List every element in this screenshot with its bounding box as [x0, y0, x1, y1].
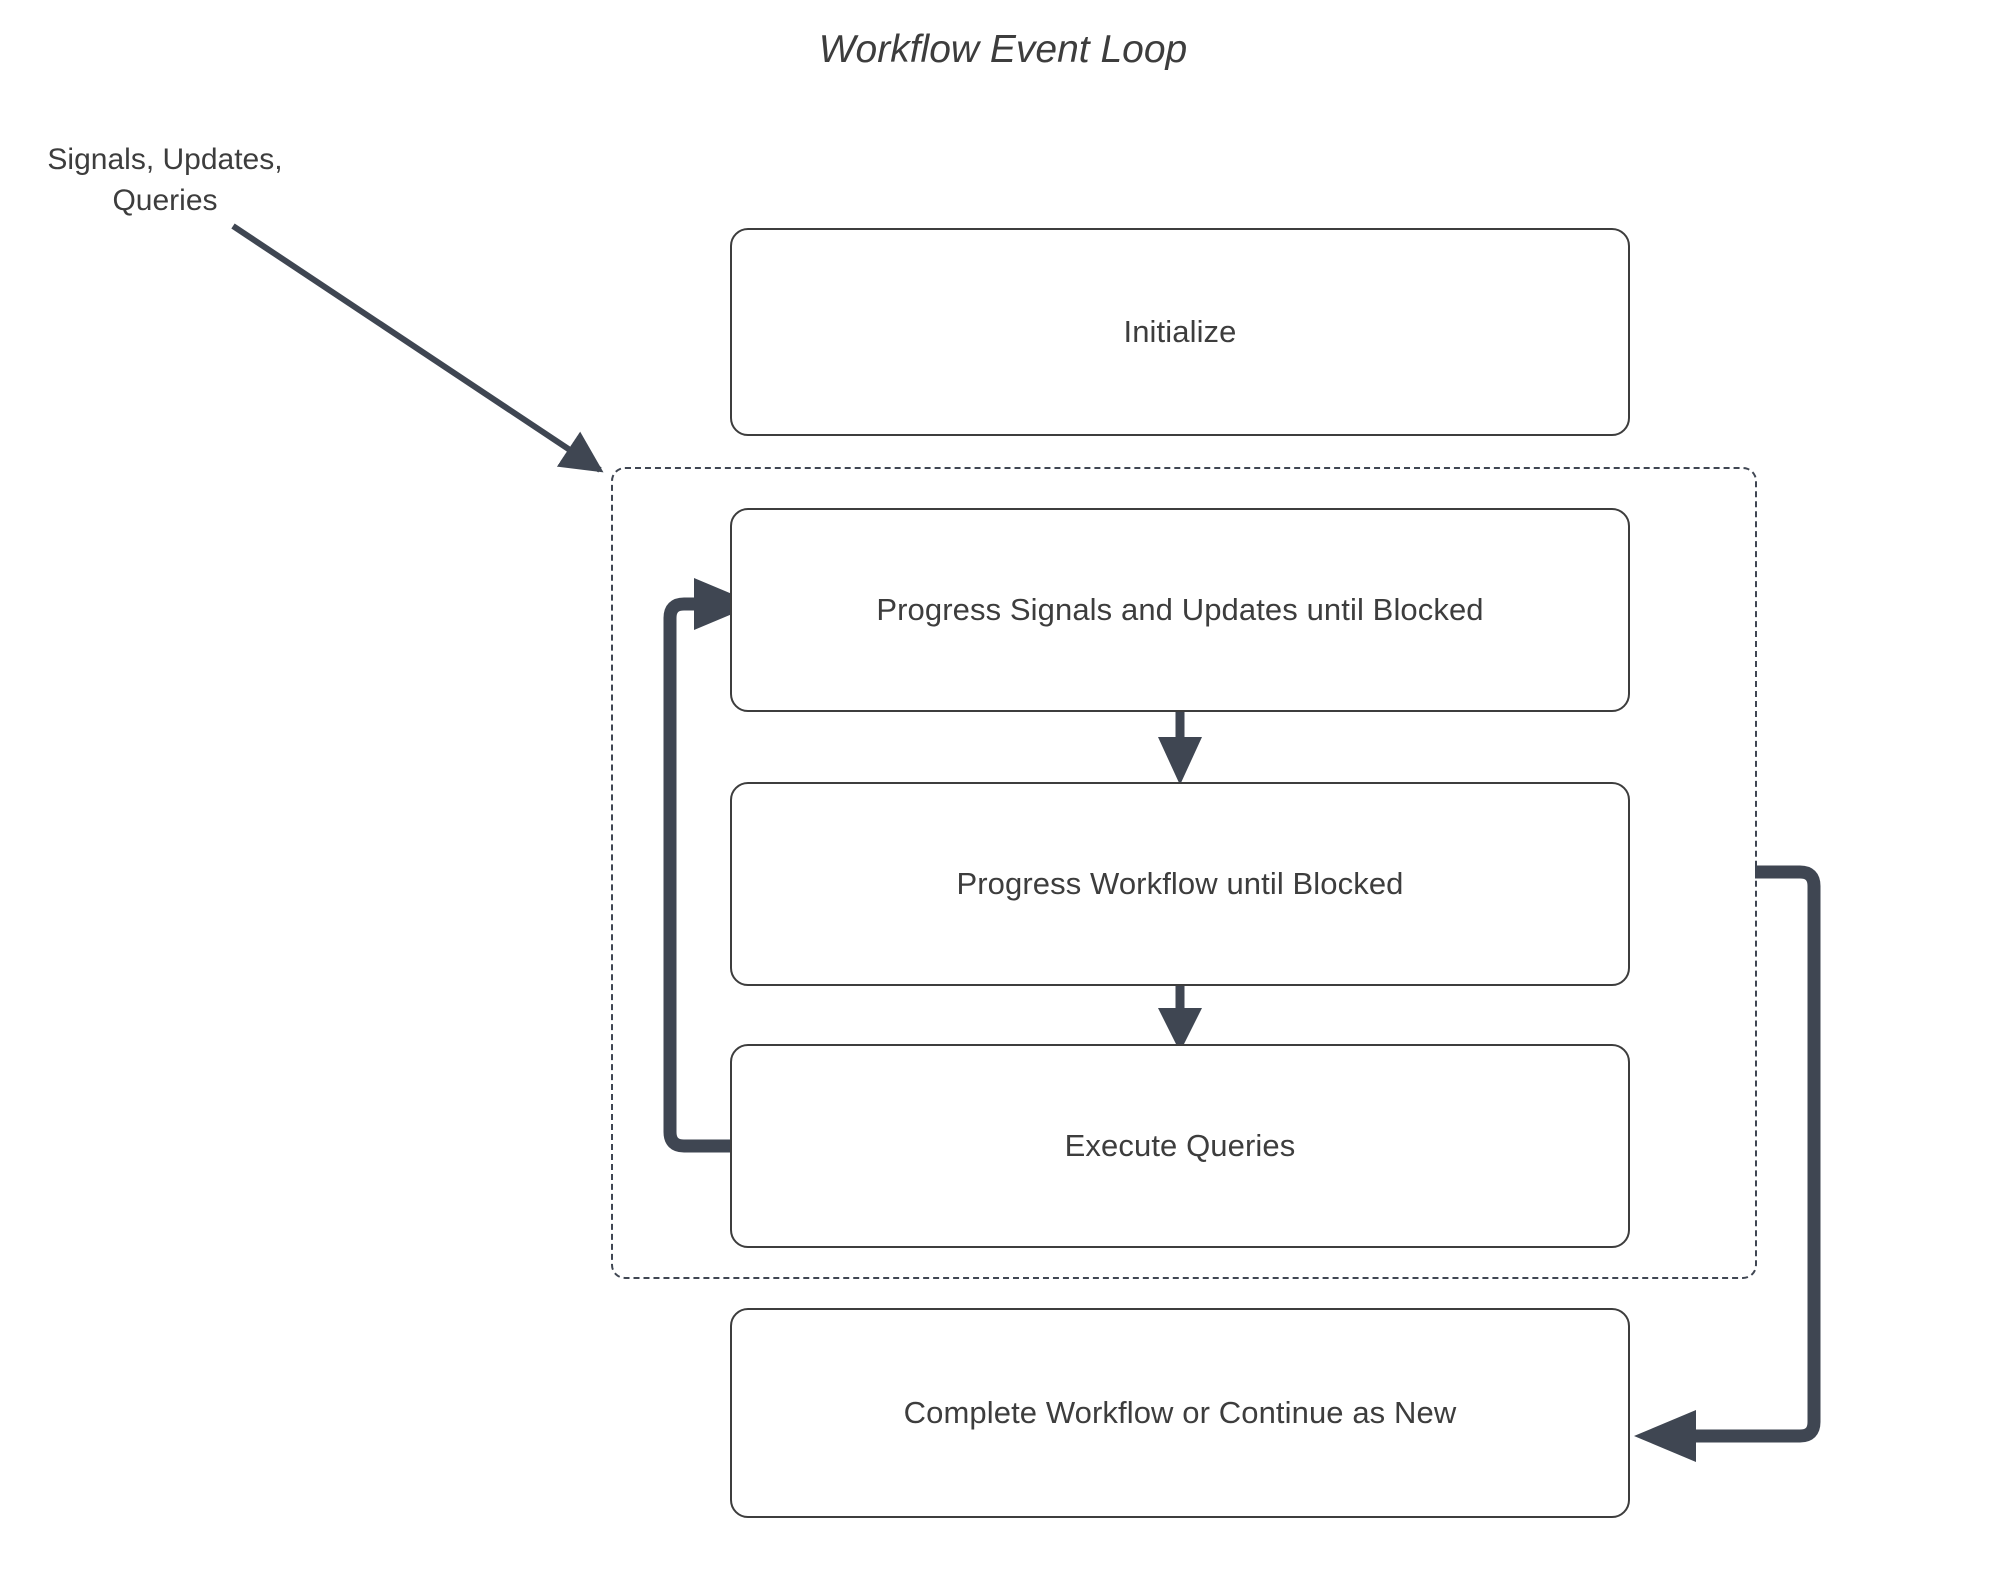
edge-loop-to-complete-arrow: [1634, 865, 1821, 1462]
node-initialize[interactable]: Initialize: [730, 228, 1630, 436]
node-complete-workflow-label: Complete Workflow or Continue as New: [903, 1394, 1457, 1430]
node-progress-workflow[interactable]: Progress Workflow until Blocked: [730, 782, 1630, 986]
node-execute-queries[interactable]: Execute Queries: [730, 1044, 1630, 1248]
node-progress-signals-and-updates-label: Progress Signals and Updates until Block…: [876, 591, 1484, 627]
edge-queries-loop-back-arrow: [663, 578, 756, 1153]
node-progress-workflow-label: Progress Workflow until Blocked: [956, 865, 1404, 901]
edge-external-input-arrow: [231, 223, 604, 473]
node-execute-queries-label: Execute Queries: [1064, 1127, 1296, 1163]
external-input-label: Signals, Updates, Queries: [20, 140, 310, 221]
node-initialize-label: Initialize: [1123, 313, 1237, 349]
external-input-label-line1: Signals, Updates,: [47, 143, 283, 176]
node-complete-workflow[interactable]: Complete Workflow or Continue as New: [730, 1308, 1630, 1518]
diagram-title: Workflow Event Loop: [818, 28, 1188, 71]
edge-signals-to-workflow-arrow: [1158, 710, 1202, 785]
external-input-label-line2: Queries: [112, 183, 218, 217]
edge-workflow-to-queries-arrow: [1158, 985, 1202, 1052]
node-progress-signals-and-updates[interactable]: Progress Signals and Updates until Block…: [730, 508, 1630, 712]
